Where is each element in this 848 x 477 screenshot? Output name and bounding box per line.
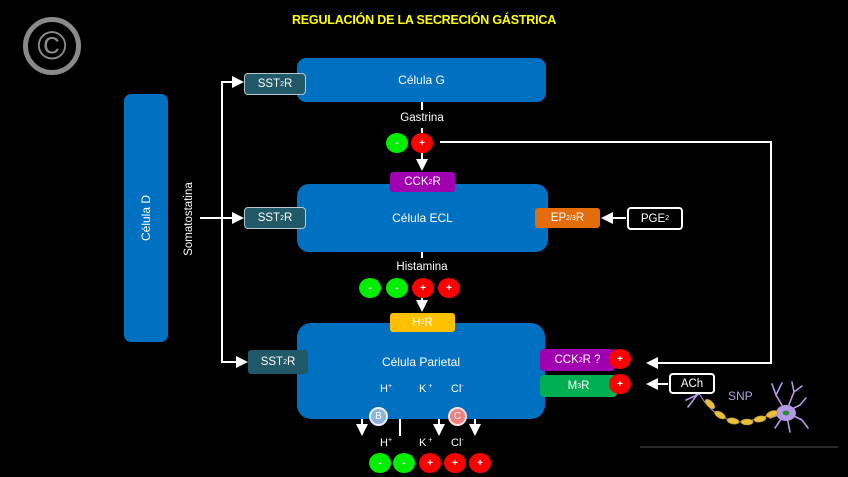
stimulate-dot: +	[419, 453, 441, 473]
m3r-stimulate-dot: +	[609, 374, 631, 394]
receptor-text: SST	[257, 78, 281, 90]
pge2-text: PGE	[640, 212, 666, 225]
copyright-icon: ©	[23, 17, 81, 75]
cell-parietal-label: Célula Parietal	[381, 355, 461, 369]
ion-base: H	[380, 437, 388, 449]
gastrin-label: Gastrina	[400, 112, 444, 124]
cell-parietal: Célula Parietal	[297, 323, 545, 419]
ion-k-outside: K +	[419, 437, 432, 449]
stimulate-dot: +	[444, 453, 466, 473]
page-title: REGULACIÓN DE LA SECRECIÓN GÁSTRICA	[291, 13, 557, 27]
receptor-sub: 2	[578, 356, 583, 364]
receptor-sub: 2	[428, 178, 433, 186]
inhibit-dot: -	[359, 278, 381, 298]
receptor-text: R	[286, 356, 296, 368]
receptor-text: R	[283, 212, 293, 224]
pge2-sub: 2	[665, 215, 670, 222]
cell-d-label: Célula D	[139, 194, 153, 242]
cell-d: Célula D	[124, 94, 168, 342]
receptor-sub: 2	[283, 358, 287, 366]
inhibit-dot: -	[386, 133, 408, 153]
stimulate-dot: +	[411, 133, 433, 153]
receptor-text: R ?	[582, 354, 601, 366]
ion-charge: -	[461, 383, 464, 390]
inhibit-dot: -	[369, 453, 391, 473]
somatostatin-arrows	[200, 76, 248, 368]
receptor-text: SST	[260, 356, 284, 368]
ion-base: K	[419, 437, 427, 449]
receptor-text: SST	[257, 212, 281, 224]
receptor-text: CCK	[554, 354, 579, 366]
receptor-text: EP	[550, 212, 567, 224]
receptor-text: R	[575, 212, 585, 224]
ion-base: H	[380, 383, 388, 395]
stimulate-dot: +	[438, 278, 460, 298]
cell-ecl-label: Célula ECL	[392, 211, 453, 225]
receptor-sub: 3	[577, 382, 582, 390]
receptor-sub: 2/3	[566, 214, 576, 222]
stimulate-dot: +	[412, 278, 434, 298]
ion-charge: +	[387, 437, 393, 444]
receptor-text: H	[412, 316, 421, 329]
cell-g-label: Célula G	[398, 73, 445, 87]
image-caption	[640, 446, 838, 448]
ion-cl-outside: Cl-	[451, 437, 464, 449]
pump-b-icon: B	[369, 407, 388, 426]
cell-g: Célula G	[297, 58, 546, 102]
inhibit-dot: -	[393, 453, 415, 473]
receptor-text: R	[424, 316, 433, 329]
inhibit-dot: -	[386, 278, 408, 298]
cck2r-stimulate-dot: +	[609, 349, 631, 369]
ion-charge: -	[461, 437, 464, 444]
receptor-sub: 2	[420, 319, 425, 326]
ach-box: ACh	[669, 373, 715, 394]
receptor-text: R	[432, 176, 441, 188]
cell-ecl: Célula ECL	[297, 184, 548, 252]
ion-charge: +	[387, 383, 393, 390]
ion-charge: +	[426, 437, 433, 444]
ion-cl-inside: Cl-	[451, 383, 464, 395]
snp-label: SNP	[728, 389, 753, 403]
ion-base: Cl	[451, 383, 462, 395]
ion-h-inside: H+	[380, 383, 392, 395]
receptor-text: CCK	[404, 176, 429, 188]
receptor-text: R	[581, 380, 590, 392]
ion-charge: +	[426, 383, 433, 390]
histamine-label: Histamina	[396, 261, 448, 273]
receptor-text: M	[567, 380, 578, 392]
ion-k-inside: K +	[419, 383, 432, 395]
receptor-text: R	[283, 78, 293, 90]
ion-h-outside: H+	[380, 437, 392, 449]
somatostatin-label-wrap: Somatostatina	[182, 180, 196, 260]
ion-base: K	[419, 383, 427, 395]
receptor-sub: 2	[280, 80, 284, 88]
ion-base: Cl	[451, 437, 462, 449]
somatostatin-label: Somatostatina	[183, 182, 195, 256]
stimulate-dot: +	[469, 453, 491, 473]
gastrin-feedback-arrow	[440, 141, 772, 369]
receptor-sub: 2	[280, 214, 284, 222]
pump-c-icon: C	[448, 407, 467, 426]
